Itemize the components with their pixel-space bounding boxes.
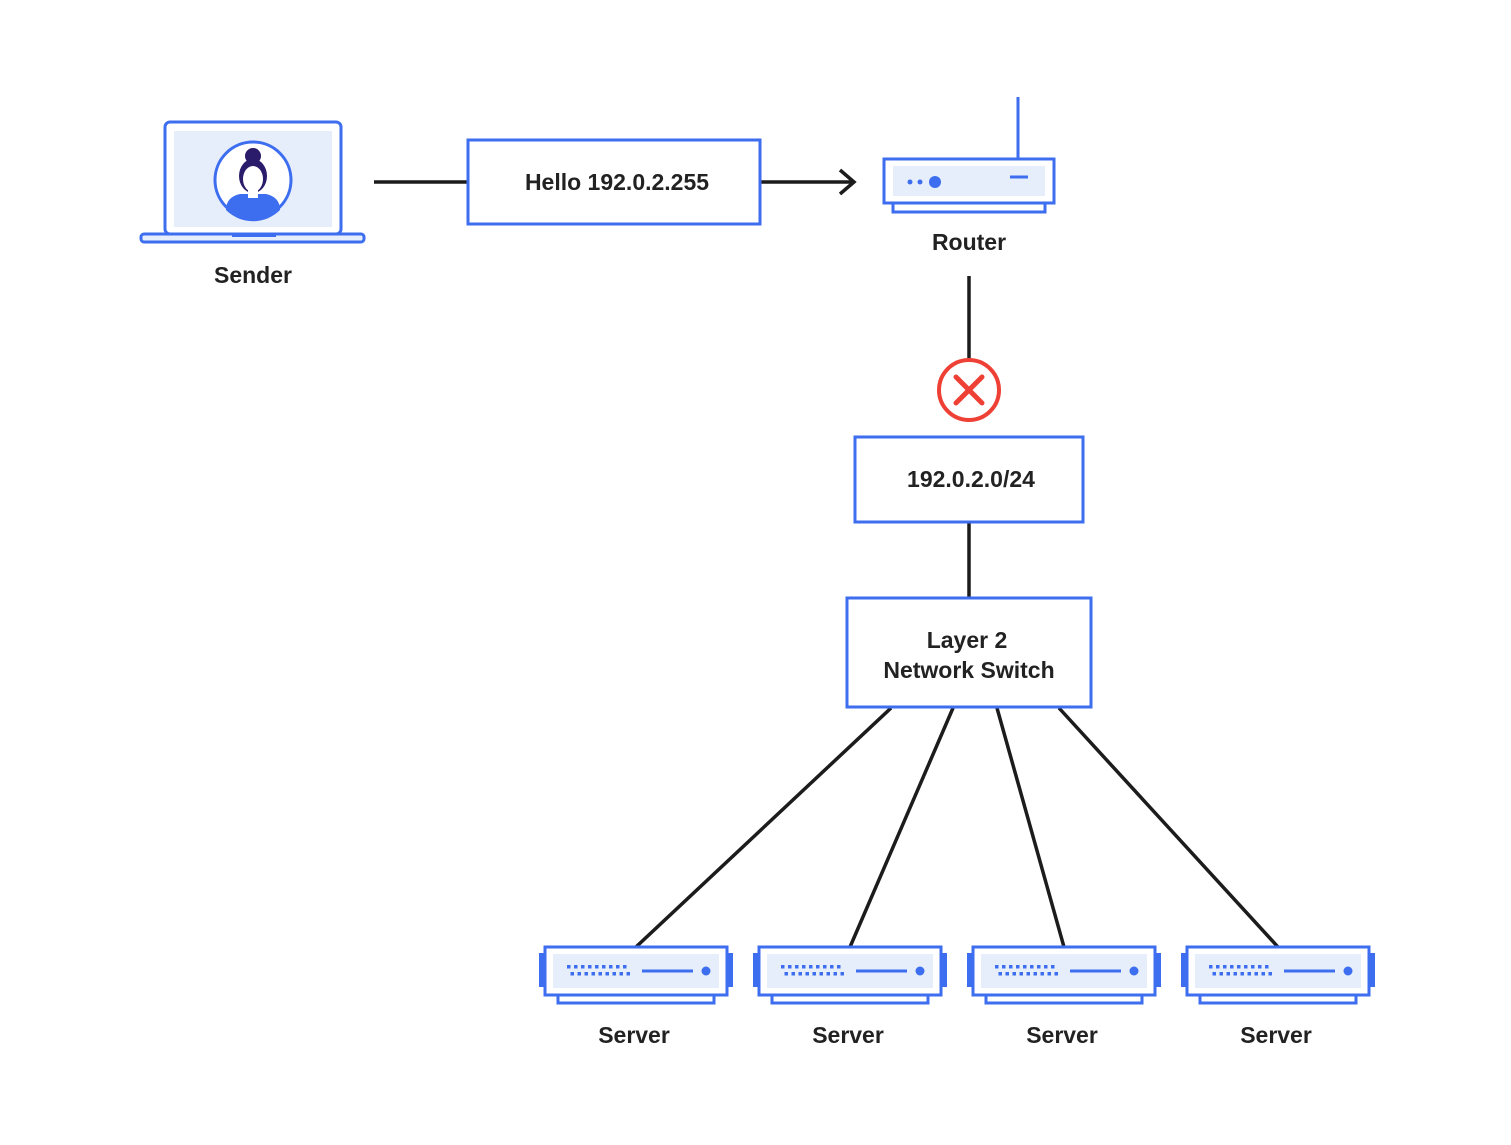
switch-to-server-2-line <box>848 707 955 948</box>
server-icon <box>1181 945 1375 1005</box>
sender-label: Sender <box>214 262 292 288</box>
arrow-head-icon <box>838 168 857 196</box>
sender-node: Sender <box>139 120 366 288</box>
server-node: Server <box>753 945 947 1048</box>
router-node: Router <box>882 97 1056 255</box>
user-avatar-icon <box>213 140 293 222</box>
server-label: Server <box>1026 1022 1098 1048</box>
server-label: Server <box>598 1022 670 1048</box>
message-box: Hello 192.0.2.255 <box>466 138 762 226</box>
server-icon <box>967 945 1161 1005</box>
subnet-label: 192.0.2.0/24 <box>907 466 1035 492</box>
servers-group: Server Server Server Server <box>539 945 1375 1048</box>
switch-box: Layer 2 Network Switch <box>845 596 1093 709</box>
switch-to-server-1-line <box>634 706 893 949</box>
server-node: Server <box>1181 945 1375 1048</box>
connectors <box>374 168 1280 949</box>
switch-to-server-4-line <box>1057 706 1280 949</box>
server-icon <box>753 945 947 1005</box>
switch-to-server-3-line <box>995 707 1066 948</box>
server-label: Server <box>812 1022 884 1048</box>
router-label: Router <box>932 229 1006 255</box>
server-node: Server <box>539 945 733 1048</box>
x-circle-icon <box>937 358 1001 422</box>
laptop-icon <box>139 120 366 244</box>
server-label: Server <box>1240 1022 1312 1048</box>
subnet-box: 192.0.2.0/24 <box>853 435 1085 524</box>
switch-label-line-1: Layer 2 <box>927 627 1008 653</box>
server-icon <box>539 945 733 1005</box>
message-label: Hello 192.0.2.255 <box>525 169 709 195</box>
server-node: Server <box>967 945 1161 1048</box>
switch-label-line-2: Network Switch <box>883 657 1054 683</box>
router-icon <box>882 97 1056 214</box>
